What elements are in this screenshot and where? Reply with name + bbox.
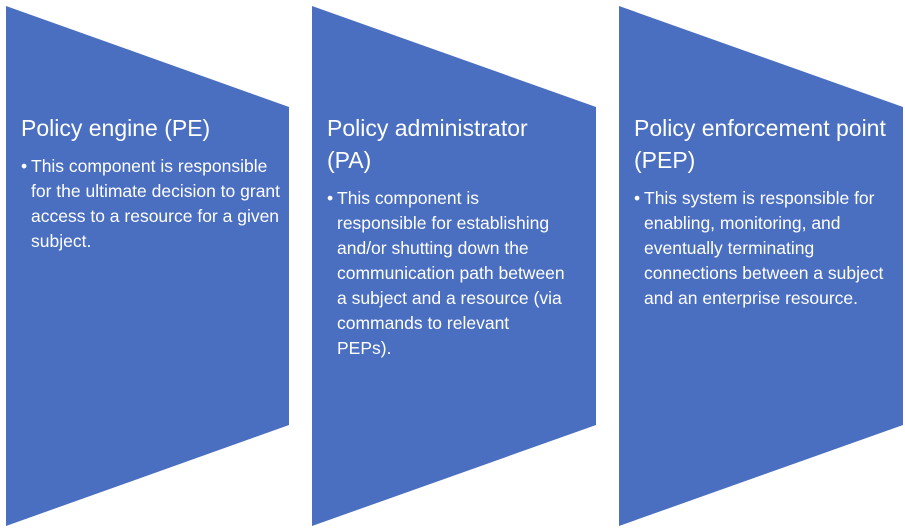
chevron-shape-policy-engine — [6, 6, 289, 526]
stage-bullet: • This component is responsible for esta… — [327, 186, 567, 361]
bullet-icon: • — [327, 188, 334, 208]
stage-title: Policy administrator (PA) — [327, 115, 528, 173]
stage-policy-enforcement-point: Policy enforcement point (PEP) • This sy… — [634, 112, 889, 311]
stage-title: Policy enforcement point (PEP) — [634, 115, 886, 173]
stage-description: This component is responsible for the ul… — [31, 156, 281, 251]
stage-bullet: • This component is responsible for the … — [21, 154, 283, 254]
stage-policy-engine: Policy engine (PE) • This component is r… — [21, 112, 283, 254]
chevron-shape-policy-administrator — [312, 6, 596, 526]
chevron-shape-policy-enforcement-point — [619, 6, 903, 526]
stage-bullet: • This system is responsible for enablin… — [634, 186, 889, 311]
stage-policy-administrator: Policy administrator (PA) • This compone… — [327, 112, 567, 361]
stage-description: This system is responsible for enabling,… — [644, 188, 884, 308]
bullet-icon: • — [21, 156, 28, 176]
bullet-icon: • — [634, 188, 641, 208]
stage-title: Policy engine (PE) — [21, 115, 211, 141]
stage-description: This component is responsible for establ… — [337, 188, 565, 358]
